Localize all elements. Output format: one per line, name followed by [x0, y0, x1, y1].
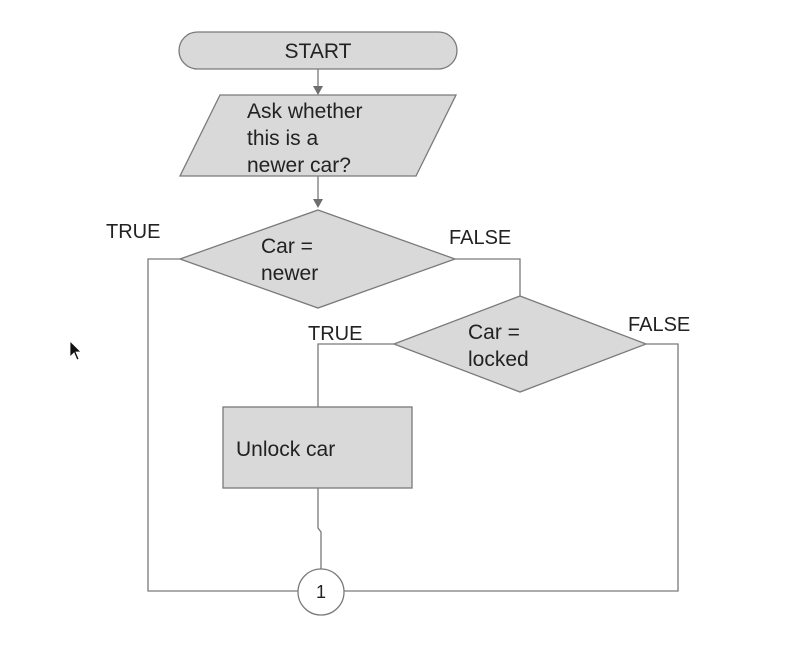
decision-newer-line-2: newer	[261, 262, 318, 285]
input-label-line-3: newer car?	[247, 154, 351, 177]
process-label: Unlock car	[236, 438, 335, 461]
start-shape	[178, 31, 458, 70]
decision-locked-true-label: TRUE	[308, 323, 362, 345]
input-label-line-2: this is a	[247, 127, 319, 150]
process-to-connector-line	[317, 488, 322, 569]
process-unlock-car: Unlock car	[222, 406, 413, 489]
branch-newer-true-line	[147, 258, 298, 592]
decision-locked: Car = locked TRUE FALSE	[308, 295, 690, 393]
arrowhead-icon	[313, 199, 323, 208]
process-shape	[222, 406, 413, 489]
decision-locked-line-1: Car =	[468, 321, 520, 344]
decision-locked-false-label: FALSE	[628, 314, 690, 336]
decision-newer-false-label: FALSE	[449, 227, 511, 249]
decision-newer-line-1: Car =	[261, 235, 313, 258]
arrowhead-icon	[313, 86, 323, 95]
start-label: START	[285, 40, 352, 63]
input-label-line-1: Ask whether	[247, 100, 363, 123]
connector-shape	[297, 568, 345, 616]
connector-label: 1	[316, 582, 326, 602]
decision-newer-shape	[178, 209, 457, 309]
decision-newer: Car = newer TRUE FALSE	[106, 209, 511, 309]
decision-newer-true-label: TRUE	[106, 221, 160, 243]
connector-1: 1	[297, 568, 345, 616]
branch-locked-false-line	[344, 343, 679, 592]
branch-locked-true-line	[317, 343, 394, 407]
branch-newer-false-line	[455, 258, 521, 296]
input-step: Ask whether this is a newer car?	[178, 94, 458, 177]
decision-locked-line-2: locked	[468, 348, 529, 371]
flow-lines	[147, 69, 679, 592]
input-shape	[178, 94, 458, 177]
decision-locked-shape	[392, 295, 648, 393]
start-terminator: START	[178, 31, 458, 70]
mouse-pointer-icon	[70, 341, 82, 361]
